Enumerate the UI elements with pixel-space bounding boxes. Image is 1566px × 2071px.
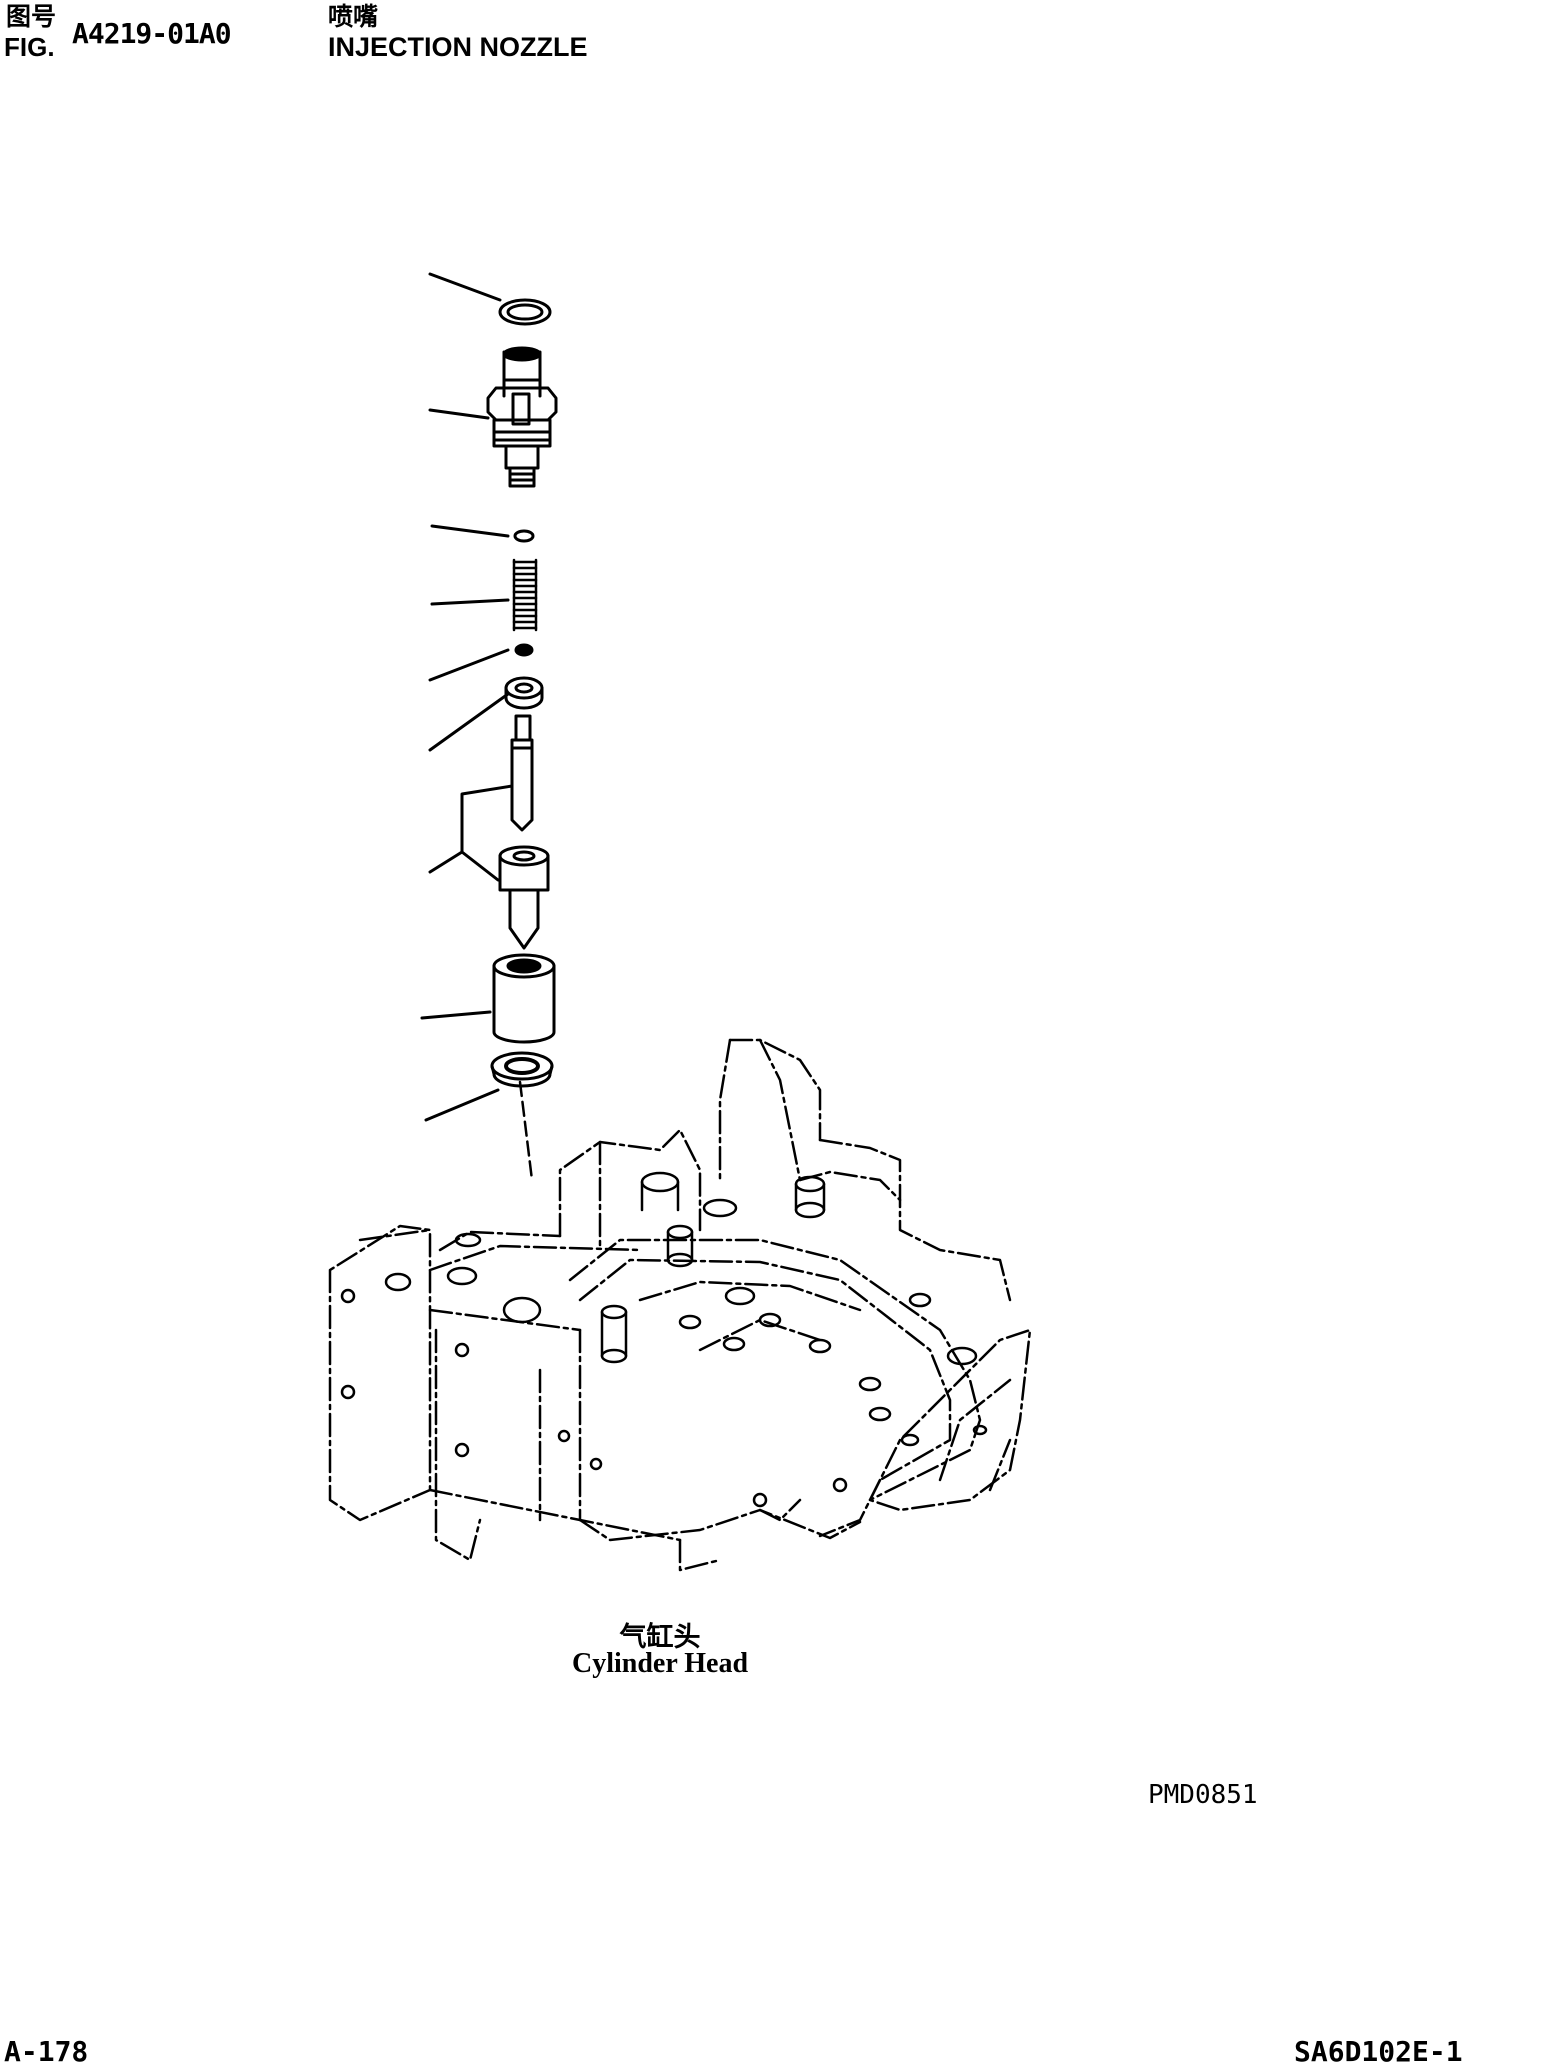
figure-label-cn: 图号 [6,2,57,31]
o-ring [498,298,552,326]
shim [513,529,535,543]
needle-valve [510,714,534,832]
leader-lines [420,272,514,1122]
cylinder-head-outline [328,1038,1032,1572]
nozzle-holder [486,346,558,488]
spacer [504,676,544,710]
model-code: SA6D102E-1 [1294,2035,1463,2068]
spring-seat [514,643,534,657]
nozzle-body [498,845,550,950]
page-title-cn: 喷嘴 [328,2,379,31]
retaining-nut [492,953,556,1044]
figure-number: A4219-01A0 [72,17,232,50]
part-caption-cn: 气缸头 [619,1622,701,1653]
page-number: A-178 [4,2035,89,2068]
part-caption: Cylinder Head [571,1648,749,1679]
cylinder-head-bosses [340,1171,988,1508]
illustration-code: PMD0851 [1148,1780,1258,1810]
gasket [490,1051,554,1088]
figure-label: FIG. [4,32,55,62]
page-title: INJECTION NOZZLE [328,32,588,62]
spring [512,558,538,632]
